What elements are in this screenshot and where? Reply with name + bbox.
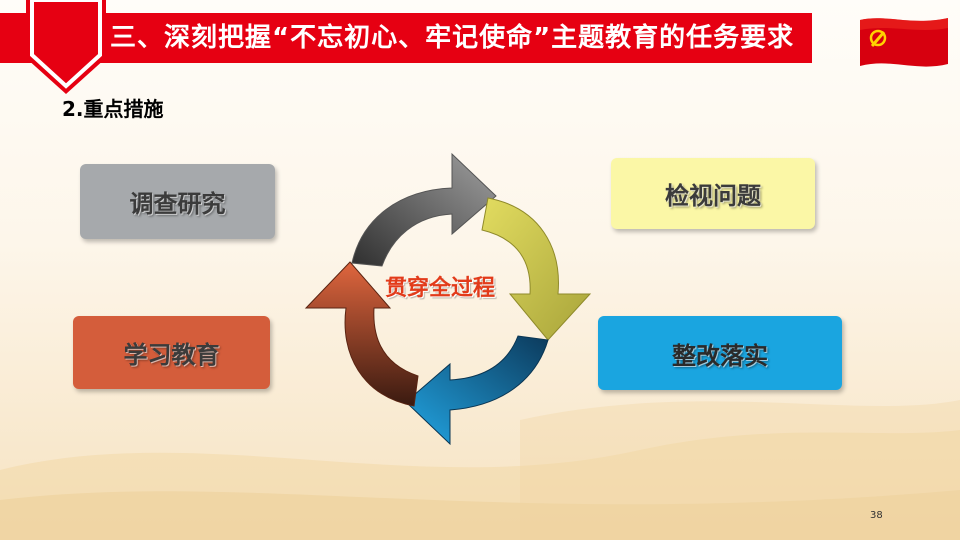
ribbon-icon — [26, 0, 106, 94]
item-label-inspect: 检视问题 — [665, 182, 761, 210]
item-label-study: 学习教育 — [123, 341, 220, 369]
cycle-center-label: 贯穿全过程 — [384, 276, 495, 301]
item-box-research: 调查研究 — [80, 164, 275, 239]
party-flag-icon — [860, 18, 948, 67]
cycle-diagram — [304, 152, 592, 446]
cycle-arrow-blue — [405, 335, 549, 446]
page-number: 38 — [870, 510, 883, 521]
item-box-rectify: 整改落实 — [598, 316, 842, 390]
item-label-rectify: 整改落实 — [672, 341, 768, 370]
title-bar: 三、深刻把握“不忘初心、牢记使命”主题教育的任务要求 — [0, 0, 812, 94]
page-title: 三、深刻把握“不忘初心、牢记使命”主题教育的任务要求 — [110, 23, 795, 53]
cycle-arrow-orange — [304, 261, 419, 407]
item-box-inspect: 检视问题 — [611, 158, 815, 229]
item-box-study: 学习教育 — [73, 316, 270, 389]
cycle-arrow-yellow — [481, 197, 592, 341]
cycle-arrow-grey — [351, 152, 497, 267]
item-label-research: 调查研究 — [129, 190, 226, 218]
section-subtitle: 2.重点措施 — [62, 97, 164, 121]
